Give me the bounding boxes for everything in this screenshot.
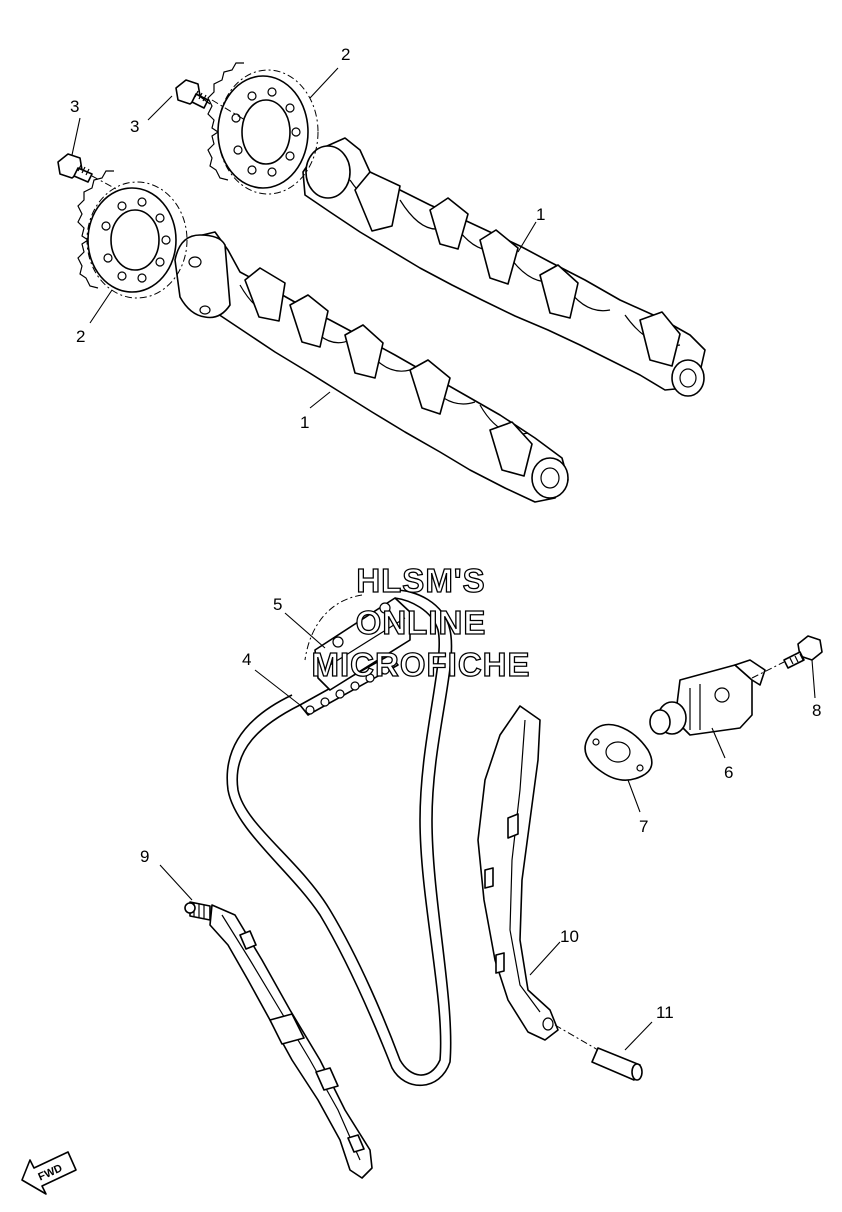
watermark: HLSM'S ONLINE MICROFICHE — [311, 561, 531, 683]
callout-9: 9 — [140, 847, 149, 866]
callout-1-upper: 1 — [536, 205, 545, 224]
tensioner-bolt — [783, 635, 823, 669]
chain-guide-fixed — [209, 904, 373, 1179]
callout-6: 6 — [724, 763, 733, 782]
watermark-line-3: MICROFICHE — [312, 646, 531, 683]
sprocket-upper — [207, 62, 319, 195]
callout-2-upper: 2 — [341, 45, 350, 64]
callout-4: 4 — [242, 650, 251, 669]
guide-bolt — [184, 901, 211, 921]
callout-8: 8 — [812, 701, 821, 720]
fwd-arrow-icon: FWD — [21, 1151, 77, 1195]
callout-labels: 2 3 3 1 2 1 5 4 8 6 7 9 10 11 — [70, 45, 821, 1022]
sprocket-lower — [77, 170, 188, 299]
callout-11: 11 — [656, 1003, 674, 1022]
callout-3-upper: 3 — [130, 117, 139, 136]
camshaft-upper — [302, 137, 706, 397]
bolt-lower — [57, 153, 93, 183]
bolt-upper — [175, 79, 209, 109]
watermark-line-1: HLSM'S — [356, 562, 485, 599]
callout-3-lower: 3 — [70, 97, 79, 116]
callout-7: 7 — [639, 817, 648, 836]
chain-guide-top — [314, 597, 411, 691]
tensioner — [649, 659, 766, 736]
callout-2-lower: 2 — [76, 327, 85, 346]
pin — [591, 1047, 643, 1081]
watermark-line-2: ONLINE — [356, 604, 487, 641]
callout-5: 5 — [273, 595, 282, 614]
tensioner-guide — [477, 705, 559, 1041]
camshaft-lower — [174, 231, 569, 503]
callout-10: 10 — [560, 927, 579, 946]
callout-1-lower: 1 — [300, 413, 309, 432]
gasket — [584, 723, 653, 781]
leader-lines — [71, 67, 816, 1051]
